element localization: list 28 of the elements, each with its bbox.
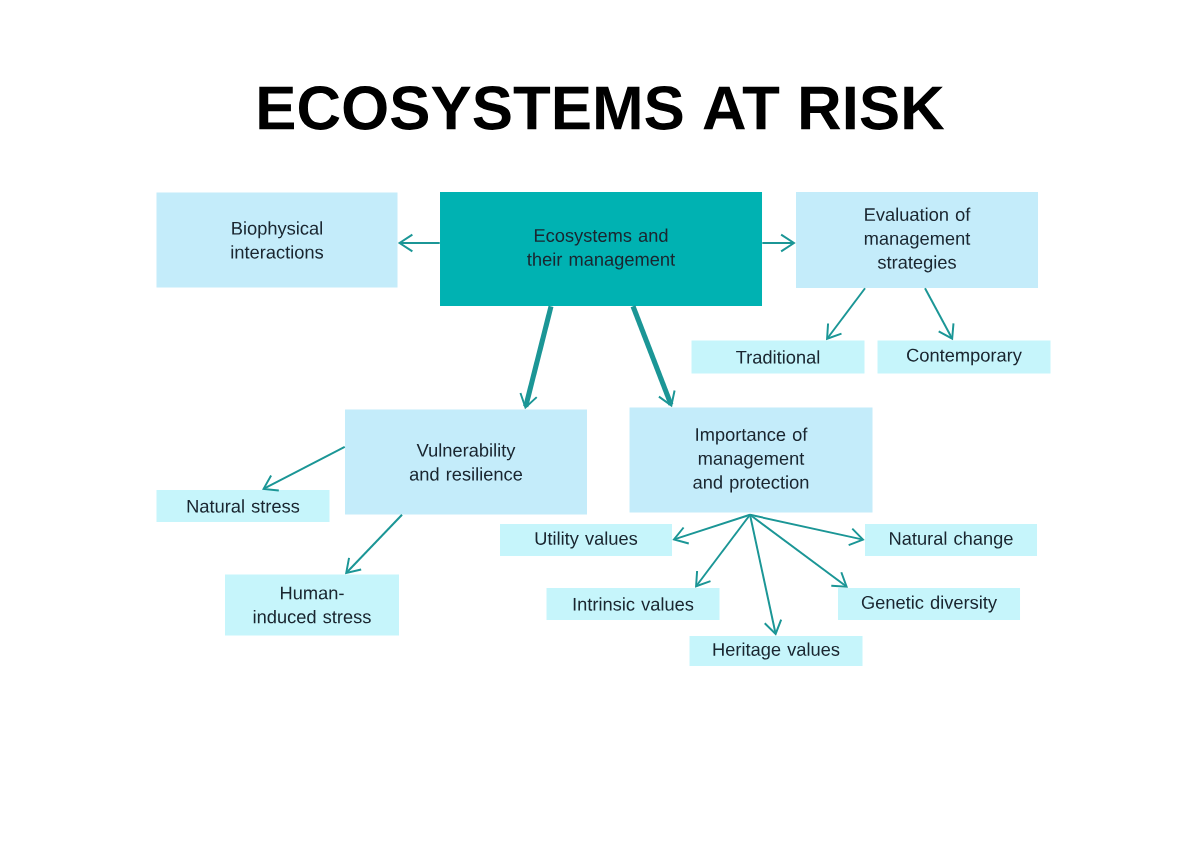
arrow	[924, 287, 955, 341]
arrow	[630, 305, 676, 408]
topic-box: Importance of management and protection	[629, 407, 873, 513]
topic-box: Vulnerability and resilience	[345, 409, 587, 515]
arrow	[397, 233, 441, 253]
subtopic-box: Human-induced stress	[225, 574, 399, 636]
topic-box: Ecosystems and their management	[440, 192, 762, 306]
subtopic-box: Genetic diversity	[838, 588, 1020, 620]
title: ECOSYSTEMS AT RISK	[259, 86, 945, 130]
arrow	[695, 513, 751, 588]
arrow	[749, 513, 865, 547]
subtopic-box: Traditional	[691, 340, 865, 374]
topic-box: Evaluation of management strategies	[796, 192, 1038, 288]
arrow	[262, 446, 346, 492]
arrow	[826, 287, 866, 341]
subtopic-box: Natural stress	[156, 490, 330, 522]
subtopic-box: Utility values	[500, 524, 672, 556]
arrow	[345, 513, 403, 575]
arrow	[749, 513, 783, 636]
arrow	[761, 233, 796, 253]
subtopic-box: Heritage values	[689, 636, 863, 666]
arrow	[672, 513, 751, 545]
topic-box: Biophysical interactions	[156, 192, 398, 288]
subtopic-box: Intrinsic values	[546, 588, 720, 620]
arrow	[519, 305, 554, 410]
subtopic-box: Contemporary	[877, 340, 1051, 374]
subtopic-box: Natural change	[865, 524, 1037, 556]
arrow	[749, 513, 849, 588]
